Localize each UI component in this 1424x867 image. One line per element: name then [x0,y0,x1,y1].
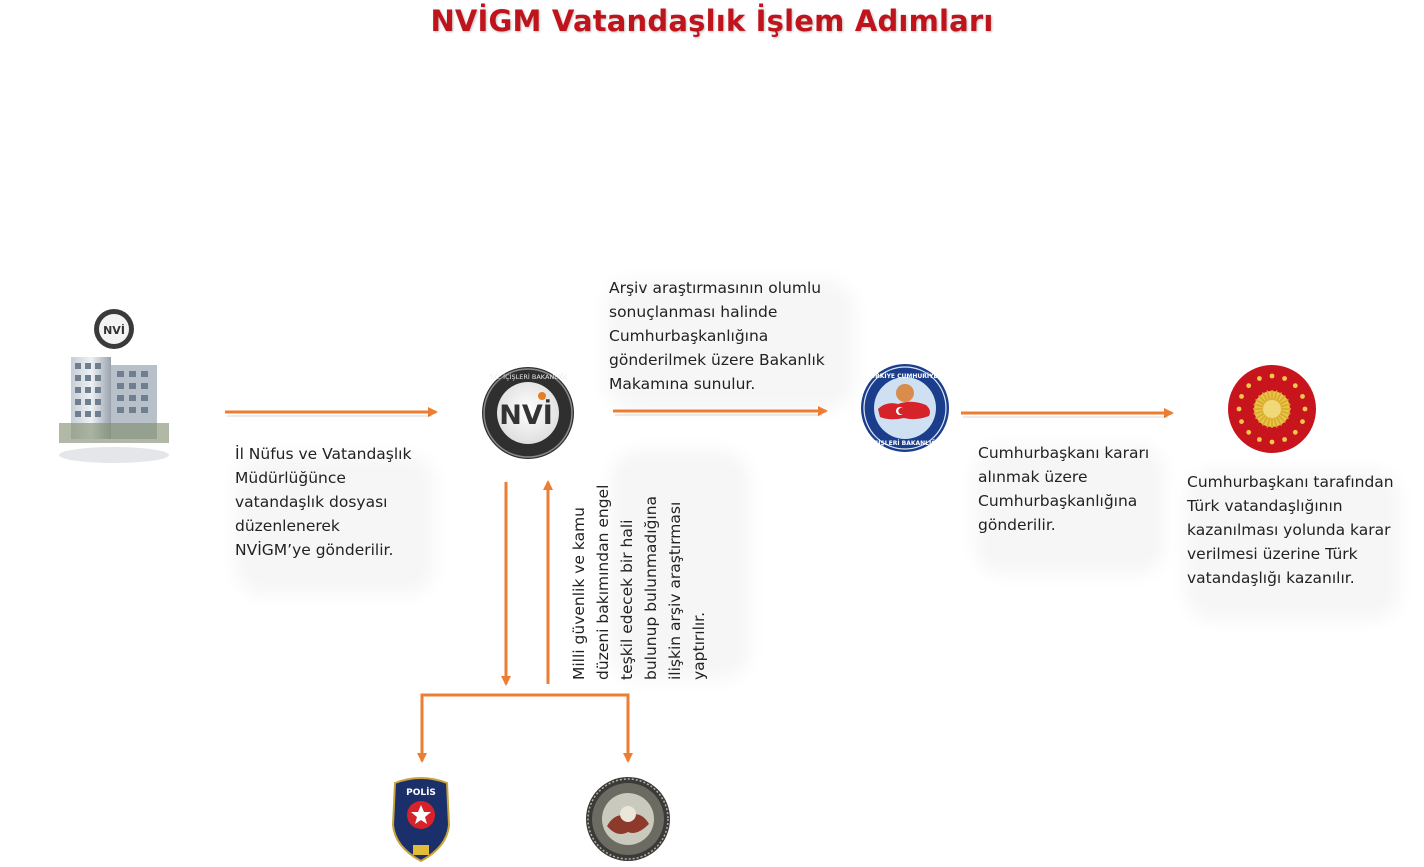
seal-star [1257,437,1262,442]
interior-ministry-seal-icon: TÜRKİYE CUMHURİYETİ İÇİŞLERİ BAKANLIĞI [860,363,950,453]
step-il-mudurlugu-text: İl Nüfus ve Vatandaşlık Müdürlüğünce vat… [235,442,445,562]
seal-star [1270,374,1275,379]
polis-text: POLİS [406,787,436,798]
seal-star [1257,376,1262,381]
step-arsiv-text: Milli güvenlik ve kamu düzeni bakımından… [567,470,711,680]
step-cumhurbaskanligi-text: Cumhurbaşkanı kararı alınmak üzere Cumhu… [978,441,1178,537]
building-icon: NVİ [55,305,173,475]
seal-star [1293,383,1298,388]
step-karar-text: Cumhurbaşkanı tarafından Türk vatandaşlı… [1187,470,1412,590]
police-badge-icon: POLİS [389,775,453,863]
seal-bottom-text: İÇİŞLERİ BAKANLIĞI [872,440,939,447]
nvi-logo-icon: NVİ T.C. İÇİŞLERİ BAKANLIĞI [481,366,575,460]
seal-star [1282,437,1287,442]
seal-star [1246,383,1251,388]
seal-star [1270,440,1275,445]
seal-star [1237,407,1242,412]
nvi-small-text: NVİ [103,323,125,337]
intelligence-seal-icon [585,776,671,862]
seal-star [1293,430,1298,435]
seal-star [1300,394,1305,399]
nvi-ring-text: T.C. İÇİŞLERİ BAKANLIĞI [488,372,567,381]
seal-star [1246,430,1251,435]
nvi-main-text: NVİ [499,399,553,431]
seal-star [1239,394,1244,399]
presidential-seal-icon [1227,364,1317,454]
branch-line [422,695,628,758]
seal-top-text: TÜRKİYE CUMHURİYETİ [866,373,944,380]
seal-star [1300,419,1305,424]
step-bakanlik-text: Arşiv araştırmasının olumlu sonuçlanması… [609,276,859,396]
seal-star [1239,419,1244,424]
seal-star [1282,376,1287,381]
seal-star [1303,407,1308,412]
